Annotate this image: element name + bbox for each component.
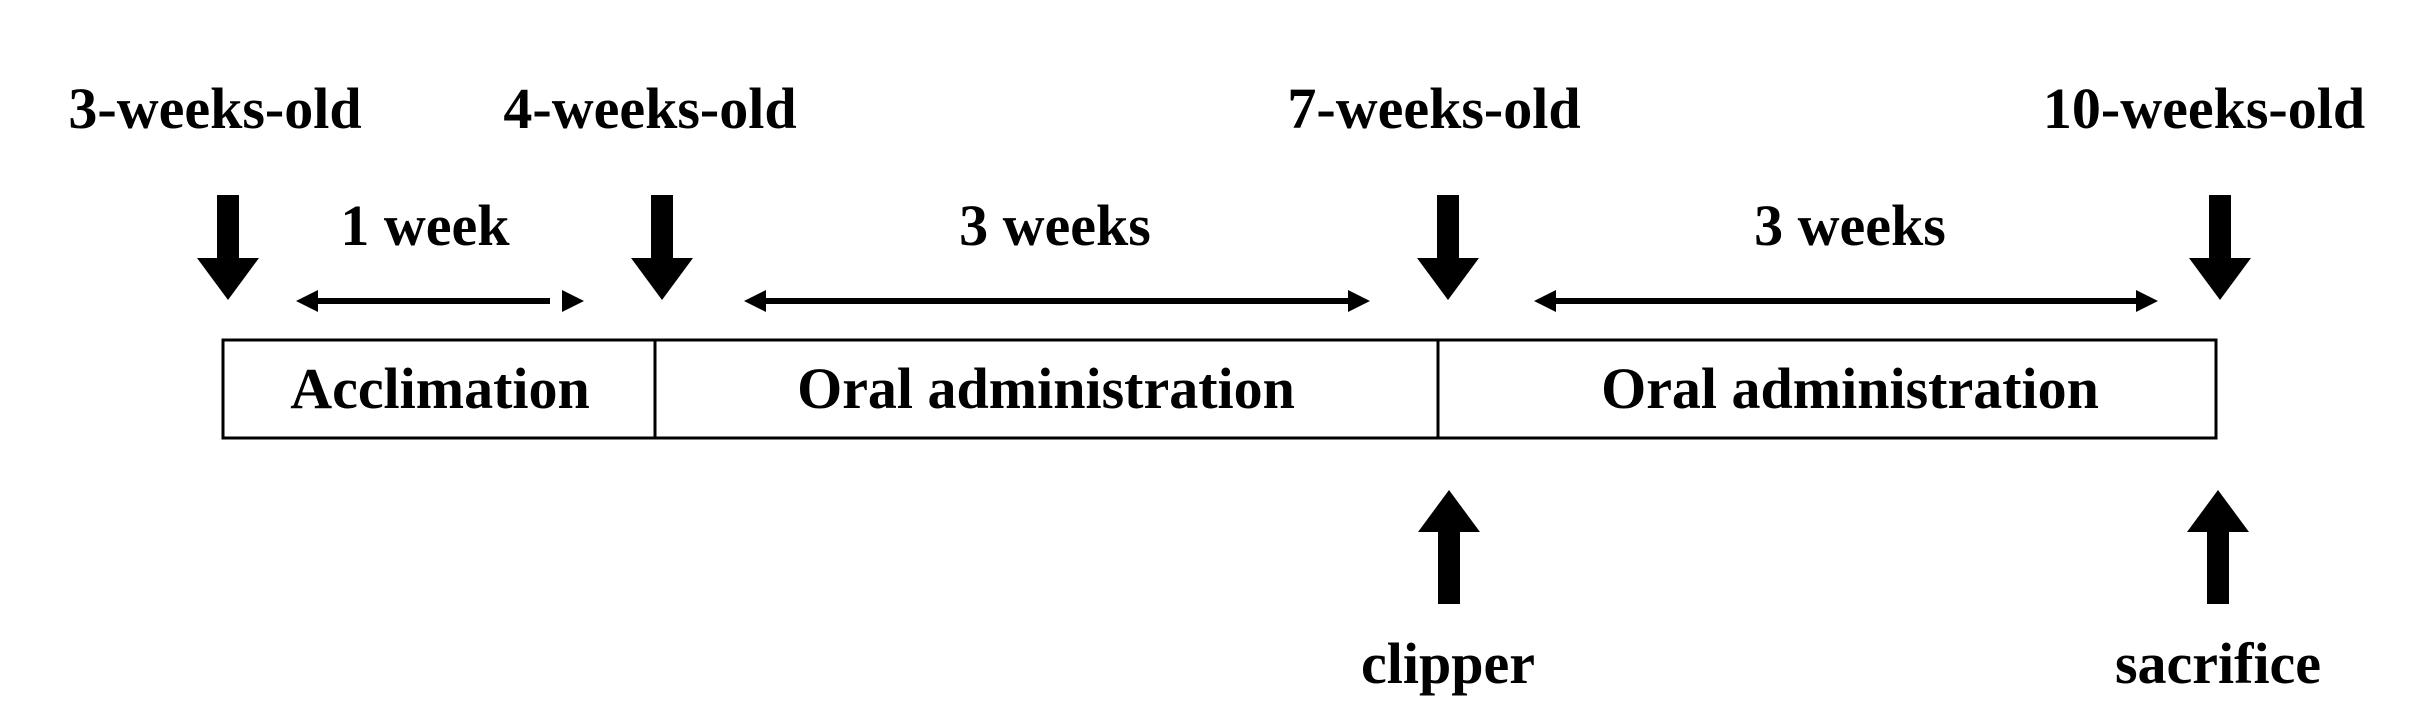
age-label-7-weeks: 7-weeks-old bbox=[1287, 76, 1580, 141]
double-arrow-icon bbox=[744, 290, 1370, 312]
age-label-10-weeks: 10-weeks-old bbox=[2043, 76, 2365, 141]
duration-label-1-week: 1 week bbox=[340, 193, 510, 258]
phase-label-acclimation: Acclimation bbox=[290, 356, 590, 421]
duration-label-3-weeks-second: 3 weeks bbox=[1754, 193, 1946, 258]
age-label-4-weeks: 4-weeks-old bbox=[503, 76, 796, 141]
duration-label-3-weeks-first: 3 weeks bbox=[959, 193, 1151, 258]
event-label-sacrifice: sacrifice bbox=[2115, 631, 2321, 696]
up-arrow-icon bbox=[1418, 490, 1480, 604]
down-arrow-icon bbox=[1417, 195, 1479, 300]
event-label-clipper: clipper bbox=[1361, 631, 1535, 696]
phase-label-oral-administration-1: Oral administration bbox=[797, 356, 1295, 421]
double-arrow-icon bbox=[296, 290, 584, 312]
down-arrow-icon bbox=[631, 195, 693, 300]
up-arrow-icon bbox=[2187, 490, 2249, 604]
phase-label-oral-administration-2: Oral administration bbox=[1601, 356, 2099, 421]
double-arrow-icon bbox=[1534, 290, 2158, 312]
phase-box-oral-administration-2 bbox=[1436, 338, 2218, 440]
down-arrow-icon bbox=[197, 195, 259, 300]
down-arrow-icon bbox=[2189, 195, 2251, 300]
age-label-3-weeks: 3-weeks-old bbox=[68, 76, 361, 141]
